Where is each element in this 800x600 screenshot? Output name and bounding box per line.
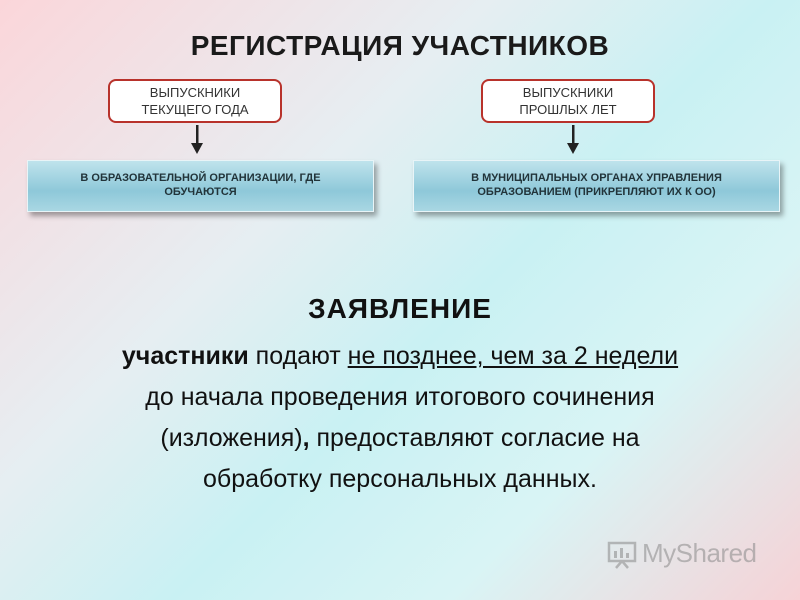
page-title: РЕГИСТРАЦИЯ УЧАСТНИКОВ <box>190 30 610 61</box>
down-arrow-icon <box>567 125 579 154</box>
body-line-4: обработку персональных данных. <box>203 465 597 493</box>
watermark-text: MyShared <box>642 538 757 568</box>
application-heading: ЗАЯВЛЕНИЕ <box>308 293 492 324</box>
application-body-text: участники подают не позднее, чем за 2 не… <box>40 336 760 500</box>
current-year-graduates-tag: ВЫПУСКНИКИ ТЕКУЩЕГО ГОДА <box>108 79 282 123</box>
body-line-1: участники подают не позднее, чем за 2 не… <box>40 336 760 377</box>
deadline-underlined: не позднее, чем за 2 недели <box>347 342 679 370</box>
myshared-logo-icon <box>607 541 637 569</box>
body-text-3a: (изложения) <box>160 424 303 452</box>
myshared-watermark: MyShared <box>606 538 757 569</box>
body-text-1: подают <box>248 342 348 370</box>
body-comma: , <box>302 424 310 452</box>
educational-organization-box: В образовательной организации, где обуча… <box>27 160 374 212</box>
municipal-authorities-box: В муниципальных органах управления образ… <box>413 160 780 212</box>
participants-bold: участники <box>121 342 249 370</box>
past-years-graduates-tag: ВЫПУСКНИКИ ПРОШЛЫХ ЛЕТ <box>481 79 655 123</box>
body-text-3c: предоставляют согласие на <box>309 424 640 452</box>
down-arrow-icon <box>191 125 203 154</box>
body-line-2: до начала проведения итогового сочинения <box>145 383 655 411</box>
body-line-3: (изложения), предоставляют согласие на <box>40 418 760 459</box>
